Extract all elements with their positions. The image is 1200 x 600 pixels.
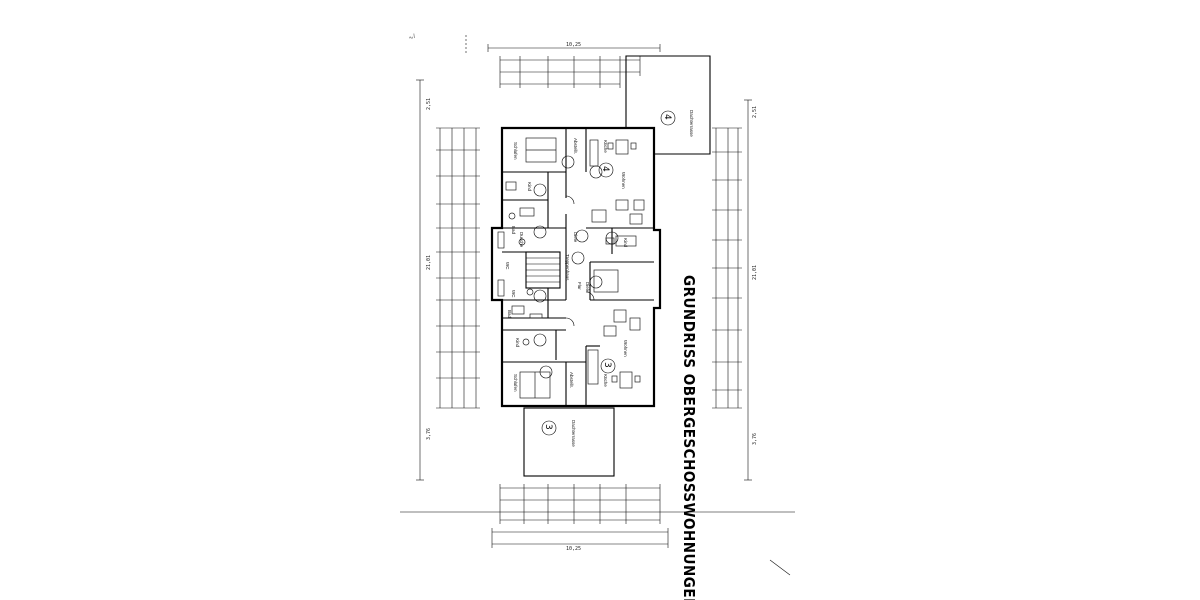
room-schlafen-upper: Schlafen	[513, 142, 518, 160]
kitchen-counter-lower	[587, 349, 599, 385]
room-abstellr-lower: Abstellr.	[569, 372, 574, 388]
unit-label-lower-wohnen: 3	[602, 362, 612, 368]
dim-left-overall: 21,01	[426, 255, 432, 270]
room-dachterrasse-upper: Dachterrasse	[689, 110, 694, 137]
dim-right-terrace: 3,76	[752, 433, 758, 445]
dim-left-top: 2,51	[426, 98, 432, 110]
room-treppenhaus: Treppenhaus	[565, 254, 570, 281]
room-schlafen-lower: Schlafen	[513, 374, 518, 392]
bed-lower-kind	[593, 269, 619, 293]
armchair-lower-2	[629, 317, 641, 331]
bathtub-lower	[511, 305, 525, 315]
unit-marker-upper	[660, 110, 676, 126]
room-kueche-upper: Küche	[603, 140, 608, 153]
unit-label-terrace-lower: 3	[543, 424, 553, 430]
room-flur: Flur	[577, 282, 582, 290]
room-dachterrasse-lower: Dachterrasse	[571, 420, 576, 447]
room-diele-upper: Diele	[573, 232, 578, 243]
room-diele-lower: Diele	[585, 282, 590, 293]
dim-top-overall: 10,25	[566, 42, 581, 48]
corner-marks: ∿/	[400, 33, 795, 576]
unit-label-upper-wohnen: 4	[600, 166, 610, 172]
dining-table-lower	[619, 371, 633, 389]
room-kind-upper-a: Kind	[527, 182, 532, 192]
top-dimension-chains: 10,25	[487, 42, 661, 88]
terrace-upper: 4 Dachterrasse	[625, 55, 711, 155]
dim-bottom-overall: 10,25	[566, 546, 581, 552]
kitchen-counter-upper	[589, 139, 599, 167]
unit-markers: 4 3	[598, 162, 616, 374]
armchair-upper-1	[615, 199, 629, 211]
room-dusche-upper: Dusche	[519, 232, 524, 248]
armchair-upper-2	[633, 199, 645, 211]
room-bad-upper: Bad	[511, 226, 516, 235]
unit-label-terrace-upper: 4	[662, 114, 672, 120]
drawing-title: GRUNDRISS OBERGESCHOSSWOHNUNGEN	[680, 275, 698, 600]
terrace-lower: 3 Dachterrasse	[523, 407, 615, 477]
room-labels: Schlafen Abstellr. Küche Wohnen Kind Bad…	[505, 138, 628, 392]
furniture-upper	[505, 137, 645, 247]
dim-right-top: 2,51	[752, 106, 758, 118]
room-bad-lower: Bad	[507, 310, 512, 319]
room-kueche-lower: Küche	[603, 374, 608, 387]
bottom-dimension-chains: 10,25	[491, 484, 669, 552]
room-kind-upper-b: Kind	[623, 238, 628, 248]
building-outline	[490, 126, 662, 408]
bathtub-upper	[519, 207, 535, 217]
interior-walls	[502, 128, 654, 406]
dim-right-overall: 21,01	[752, 265, 758, 280]
room-wc-lower: WC	[511, 290, 516, 298]
dining-table-upper	[615, 139, 629, 155]
dim-left-terrace: 3,76	[426, 428, 432, 440]
right-dimension-chains: 21,01 3,76 2,51	[712, 99, 758, 481]
room-wohnen-lower: Wohnen	[623, 340, 628, 357]
furniture-lower	[511, 195, 641, 399]
toilet-upper	[518, 238, 526, 246]
armchair-lower-1	[613, 309, 627, 323]
left-dimension-chains: 21,01 3,76 2,51	[416, 79, 480, 481]
room-wohnen-upper: Wohnen	[621, 172, 626, 189]
room-wc-upper: WC	[505, 262, 510, 270]
room-abstellr-upper: Abstellr.	[573, 138, 578, 154]
svg-text:∿/: ∿/	[408, 33, 417, 42]
room-kind-lower: Kind	[515, 338, 520, 348]
